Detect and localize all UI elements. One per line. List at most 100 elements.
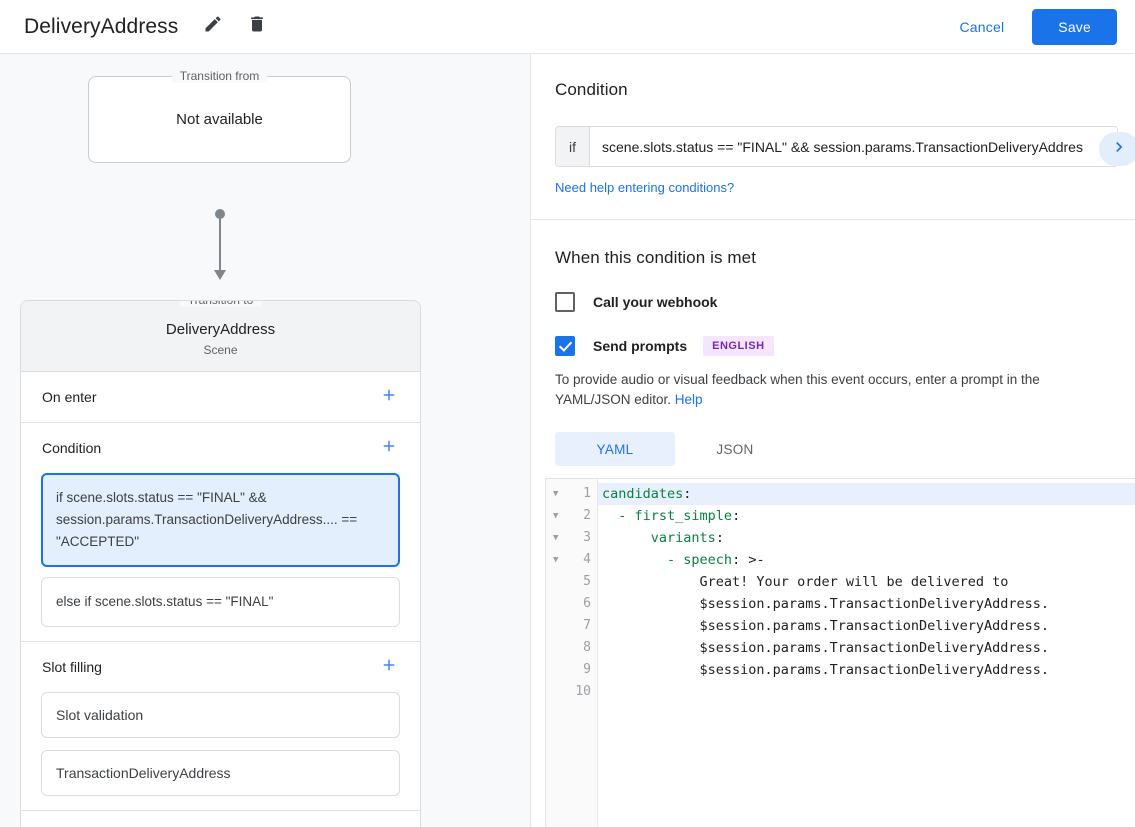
add-slot-filling-button[interactable] [376,654,402,680]
call-webhook-label: Call your webhook [593,294,718,310]
editor-line-number: 9 [583,662,591,677]
transition-graph-panel: Transition from Not available Transition… [0,54,531,827]
edit-name-button[interactable] [196,10,230,44]
slot-filling-list: Slot validation TransactionDeliveryAddre… [21,692,420,810]
fold-triangle-icon[interactable]: ▼ [553,488,559,499]
editor-code-line: Great! Your order will be delivered to [602,574,1009,590]
section-title-condition: Condition [42,440,102,456]
add-condition-button[interactable] [376,435,402,461]
help-link[interactable]: Help [674,392,703,407]
webhook-checkbox-row[interactable]: Call your webhook [555,292,1119,312]
editor-line-number: 3 [583,530,591,545]
list-item[interactable]: Slot validation [41,692,400,738]
save-button[interactable]: Save [1032,8,1117,45]
section-title-on-enter: On enter [42,389,97,405]
transition-to-title: DeliveryAddress [165,321,276,338]
tab-yaml[interactable]: YAML [555,432,675,466]
editor-format-tabs: YAML JSON [555,432,1119,466]
editor-code-line: - first_simple: [618,508,741,524]
fold-triangle-icon[interactable]: ▼ [553,554,559,565]
editor-gutter-row: ▼4 [546,549,597,571]
section-divider [531,219,1135,220]
condition-heading: Condition [555,80,628,99]
section-on-enter: On enter [21,372,420,423]
list-item[interactable]: TransactionDeliveryAddress [41,750,400,796]
need-help-conditions-link[interactable]: Need help entering conditions? [555,180,735,195]
section-header-slot-filling[interactable]: Slot filling [21,642,420,692]
section-header-custom-intent-handling[interactable]: Custom intent handling [21,811,420,827]
delete-button[interactable] [240,10,274,44]
main-body: Transition from Not available Transition… [0,54,1135,827]
editor-line-number: 6 [583,596,591,611]
section-custom-intent-handling: Custom intent handling [21,811,420,827]
add-custom-intent-handling-button[interactable] [376,823,402,827]
cancel-button[interactable]: Cancel [946,10,1019,44]
transition-to-legend: Transition to [179,301,262,307]
transition-to-card: Transition to DeliveryAddress Scene On e… [20,300,421,827]
transition-from-legend: Transition from [171,69,268,83]
section-slot-filling: Slot filling Slot validation Transaction… [21,642,420,811]
tab-json[interactable]: JSON [716,441,754,457]
send-prompts-checkbox[interactable] [555,336,575,356]
editor-gutter-row: 8 [546,637,597,659]
when-condition-met-section: When this condition is met Call your web… [531,220,1135,466]
editor-code-line: $session.params.TransactionDeliveryAddre… [602,640,1050,656]
editor-code-line: candidates: [598,483,1135,505]
editor-line-number: 5 [583,574,591,589]
language-badge: ENGLISH [703,336,774,356]
editor-gutter-row: 7 [546,615,597,637]
editor-gutter-row: 5 [546,571,597,593]
transition-connector [214,209,226,280]
connector-line [219,214,221,272]
chevron-right-icon [1109,137,1129,162]
editor-gutter-row: ▼3 [546,527,597,549]
page-title: DeliveryAddress [24,14,179,38]
condition-input-row: if [555,126,1118,167]
when-condition-met-heading: When this condition is met [555,248,757,267]
fold-triangle-icon[interactable]: ▼ [553,532,559,543]
editor-code-line: $session.params.TransactionDeliveryAddre… [602,618,1050,634]
condition-detail-panel: Condition if Need help entering conditio… [531,54,1135,827]
editor-line-number: 1 [583,486,591,501]
call-webhook-checkbox[interactable] [555,292,575,312]
editor-code-line [598,681,1135,703]
section-condition: Condition if scene.slots.status == "FINA… [21,423,420,642]
send-prompts-checkbox-row[interactable]: Send prompts ENGLISH [555,336,1119,356]
prompts-description-text: To provide audio or visual feedback when… [555,372,1040,407]
editor-line-number: 8 [583,640,591,655]
editor-code-line: $session.params.TransactionDeliveryAddre… [602,662,1050,678]
expand-panel-button[interactable] [1099,132,1135,166]
connector-arrow-icon [214,270,226,280]
condition-list: if scene.slots.status == "FINAL" && sess… [21,473,420,641]
editor-gutter-row: 10 [546,681,597,703]
plus-icon [380,437,398,460]
editor-line-number: 10 [575,684,591,699]
app-header: DeliveryAddress Cancel Save [0,0,1135,54]
condition-item[interactable]: else if scene.slots.status == "FINAL" [41,577,400,627]
condition-input[interactable] [590,127,1117,166]
plus-icon [380,656,398,679]
if-label: if [556,127,590,166]
section-title-slot-filling: Slot filling [42,659,102,675]
editor-code-line: $session.params.TransactionDeliveryAddre… [602,596,1050,612]
trash-icon [247,14,267,39]
condition-section: Condition if Need help entering conditio… [531,54,1135,219]
transition-from-box: Transition from Not available [88,69,351,163]
send-prompts-label: Send prompts [593,338,688,354]
section-header-condition[interactable]: Condition [21,423,420,473]
add-on-enter-button[interactable] [376,384,402,410]
editor-line-number: 4 [583,552,591,567]
transition-to-header: Transition to DeliveryAddress Scene [21,301,420,372]
editor-code-line: variants: [650,530,724,546]
condition-item-selected[interactable]: if scene.slots.status == "FINAL" && sess… [41,473,400,567]
editor-gutter-row: 6 [546,593,597,615]
editor-code-line: - speech: >- [667,552,765,568]
fold-triangle-icon[interactable]: ▼ [553,510,559,521]
editor-line-number: 7 [583,618,591,633]
editor-code-area[interactable]: candidates: - first_simple: variants: - … [598,479,1135,827]
editor-gutter-row: 9 [546,659,597,681]
section-header-on-enter[interactable]: On enter [21,372,420,422]
prompts-description: To provide audio or visual feedback when… [555,370,1115,410]
